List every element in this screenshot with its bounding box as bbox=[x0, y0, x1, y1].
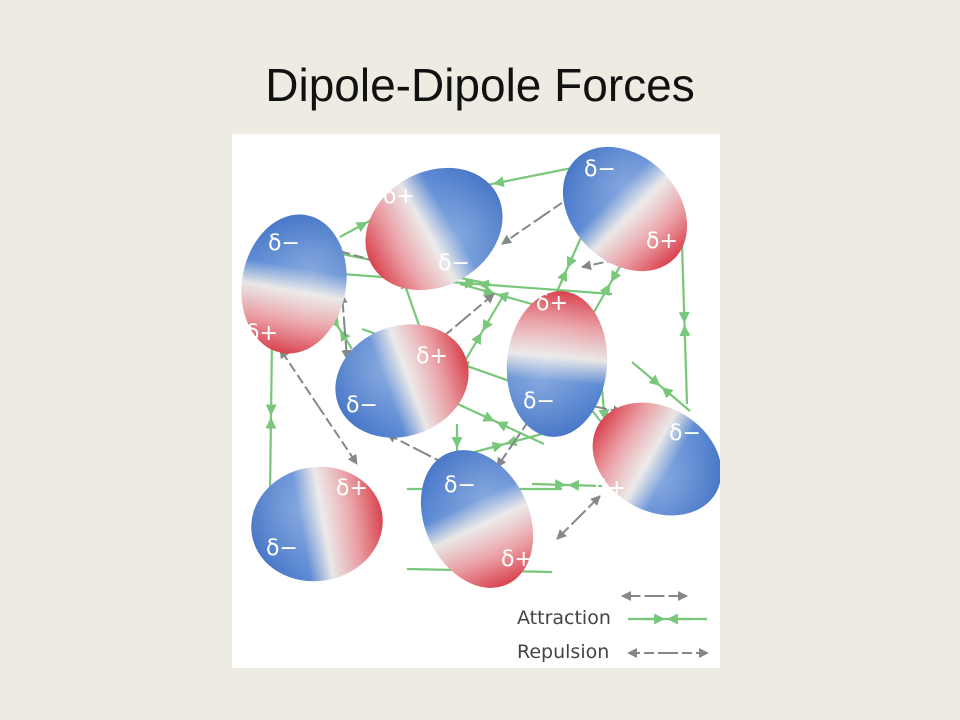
repulsion-line bbox=[496, 440, 516, 468]
delta-minus-label: δ− bbox=[523, 389, 555, 414]
delta-minus-label: δ− bbox=[346, 393, 378, 418]
repulsion-line bbox=[337, 293, 348, 327]
attraction-arrowhead bbox=[496, 421, 509, 432]
delta-minus-label: δ− bbox=[438, 251, 470, 276]
attraction-arrowhead bbox=[482, 285, 496, 297]
polar-molecule bbox=[241, 214, 347, 354]
delta-minus-label: δ− bbox=[266, 536, 298, 561]
polar-molecule bbox=[365, 167, 503, 291]
polar-molecule bbox=[251, 466, 383, 582]
attraction-arrowhead bbox=[599, 283, 611, 297]
attraction-line bbox=[461, 297, 503, 367]
repulsion-line bbox=[556, 516, 580, 540]
delta-minus-label: δ− bbox=[444, 473, 476, 498]
attraction-arrowhead bbox=[482, 318, 493, 332]
delta-plus-label: δ+ bbox=[646, 229, 678, 254]
repulsion-line bbox=[501, 215, 543, 245]
dipole-diagram: δ− δ+ δ− δ+ δ− δ+ δ− δ+ δ− δ+ δ− δ+ δ− δ+ δ− δ+ Attract… bbox=[232, 134, 720, 668]
repulsion-line bbox=[317, 405, 358, 465]
polar-molecule bbox=[420, 450, 534, 588]
attraction-arrowhead bbox=[490, 441, 504, 453]
repulsion-line bbox=[541, 188, 583, 218]
delta-plus-label: δ+ bbox=[594, 476, 626, 501]
attraction-line bbox=[466, 432, 543, 456]
legend-attraction-label: Attraction bbox=[517, 607, 611, 629]
delta-minus-label: δ− bbox=[268, 231, 300, 256]
attraction-line bbox=[268, 338, 274, 495]
molecules-layer: δ− δ+ δ− δ+ δ− δ+ δ− δ+ δ− δ+ δ− δ+ δ− δ+ δ− δ+ bbox=[241, 146, 720, 588]
delta-plus-label: δ+ bbox=[501, 547, 533, 572]
repulsion-line bbox=[341, 326, 352, 360]
delta-plus-label: δ+ bbox=[536, 291, 568, 316]
polar-molecule bbox=[335, 324, 469, 438]
attraction-arrowhead bbox=[496, 291, 510, 303]
attraction-arrowhead bbox=[355, 221, 368, 233]
attraction-arrowhead bbox=[610, 269, 622, 283]
delta-plus-label: δ+ bbox=[383, 184, 415, 209]
delta-minus-label: δ− bbox=[669, 421, 701, 446]
repulsion-line bbox=[513, 415, 533, 443]
attraction-arrowhead bbox=[557, 269, 568, 283]
attraction-line bbox=[680, 243, 689, 405]
attraction-arrowhead bbox=[482, 411, 495, 422]
attraction-arrowhead bbox=[648, 374, 661, 387]
repulsion-line bbox=[462, 293, 495, 321]
slide-title: Dipole-Dipole Forces bbox=[265, 59, 695, 111]
attraction-arrowhead bbox=[661, 386, 674, 399]
attraction-arrowhead bbox=[566, 255, 577, 269]
attraction-arrowhead bbox=[462, 277, 477, 289]
attraction-arrowhead bbox=[505, 435, 519, 447]
delta-plus-label: δ+ bbox=[416, 344, 448, 369]
polar-molecule bbox=[592, 402, 720, 516]
delta-plus-label: δ+ bbox=[336, 476, 368, 501]
delta-plus-label: δ+ bbox=[246, 321, 278, 346]
attraction-arrowhead bbox=[339, 329, 351, 343]
delta-minus-label: δ− bbox=[584, 157, 616, 182]
repulsion-line bbox=[577, 495, 601, 519]
legend-repulsion-label: Repulsion bbox=[517, 641, 610, 663]
polar-molecule bbox=[562, 146, 688, 272]
attraction-line bbox=[446, 398, 545, 445]
attraction-line bbox=[459, 282, 533, 306]
repulsion-line bbox=[279, 348, 320, 408]
attraction-line bbox=[631, 361, 691, 412]
attraction-arrowhead bbox=[492, 176, 506, 188]
diagram-canvas: δ− δ+ δ− δ+ δ− δ+ δ− δ+ δ− δ+ δ− δ+ δ− δ+ δ− δ+ bbox=[241, 146, 720, 658]
polar-molecule bbox=[506, 291, 608, 437]
legend-layer bbox=[627, 613, 709, 658]
attraction-arrowhead bbox=[471, 332, 482, 346]
attraction-line bbox=[531, 482, 603, 488]
